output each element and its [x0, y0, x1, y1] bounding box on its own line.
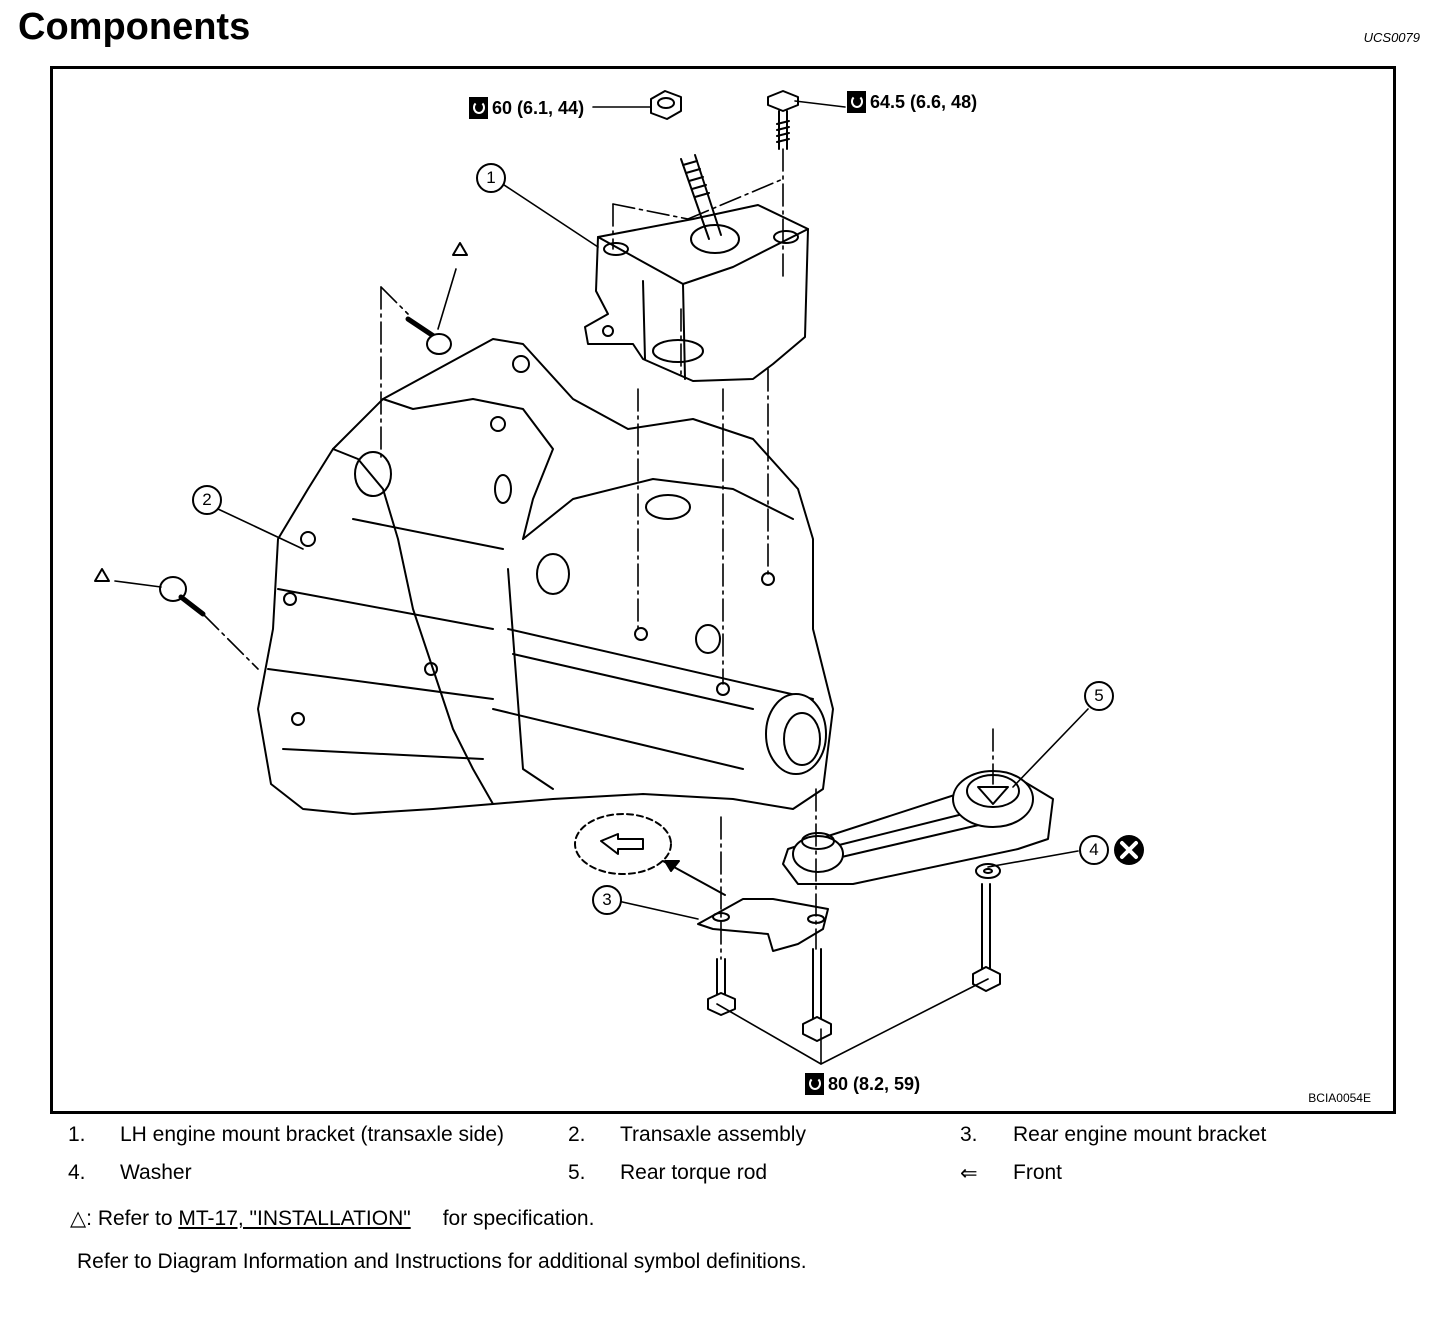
rear-torque-rod — [782, 770, 1054, 885]
legend-label: Rear engine mount bracket — [1013, 1123, 1267, 1146]
leader-lines — [114, 100, 1089, 1065]
components-figure: 60 (6.1, 44) 64.5 (6.6, 48) 80 (8.2, 59)… — [50, 66, 1396, 1114]
legend-number: 5. — [568, 1161, 586, 1184]
left-bolt — [159, 576, 206, 617]
legend-number: 4. — [68, 1161, 86, 1184]
rear-engine-mount-bracket — [697, 898, 829, 952]
footer-note: Refer to Diagram Information and Instruc… — [77, 1250, 807, 1273]
arrow-icon: ⇐ — [960, 1162, 978, 1185]
torque-wrench-icon — [847, 91, 866, 113]
legend-label: Washer — [120, 1161, 192, 1184]
exploded-view-drawing — [94, 90, 1144, 1065]
legend-label: Transaxle assembly — [620, 1123, 806, 1146]
callout-1: 1 — [476, 163, 506, 193]
mount-bolt — [767, 90, 799, 150]
front-direction-indicator — [574, 813, 726, 896]
transaxle-housing — [257, 338, 834, 815]
torque-spec-nut: 60 (6.1, 44) — [469, 97, 584, 119]
torque-spec-bolt: 64.5 (6.6, 48) — [847, 91, 977, 113]
legend-number: 3. — [960, 1123, 978, 1146]
callout-5: 5 — [1084, 681, 1114, 711]
triangle-icon: △ — [70, 1207, 87, 1230]
legend-label: Rear torque rod — [620, 1161, 768, 1184]
torque-spec-bottom-bolts: 80 (8.2, 59) — [805, 1073, 920, 1095]
triangle-symbol — [94, 568, 110, 582]
triangle-symbol — [452, 242, 468, 256]
note-prefix: : Refer to — [86, 1207, 179, 1230]
torque-wrench-icon — [469, 97, 488, 119]
page-title: Components — [18, 6, 251, 48]
document-code: UCS0079 — [1363, 30, 1420, 45]
legend-number: 1. — [68, 1123, 86, 1146]
figure-id: BCIA0054E — [1308, 1091, 1371, 1105]
note-suffix: for specification. — [442, 1207, 595, 1230]
washer — [975, 863, 1001, 879]
side-bolt — [405, 316, 452, 355]
lh-engine-mount-bracket — [584, 204, 809, 382]
callout-3: 3 — [592, 885, 622, 915]
installation-link[interactable]: MT-17, "INSTALLATION" — [178, 1207, 411, 1230]
callout-4: 4 — [1079, 835, 1109, 865]
torque-wrench-icon — [805, 1073, 824, 1095]
mount-nut — [650, 90, 682, 120]
x-circle-icon — [1114, 835, 1144, 865]
callout-2: 2 — [192, 485, 222, 515]
specification-note: △: Refer to MT-17, "INSTALLATION" for spe… — [70, 1206, 594, 1231]
alignment-lines — [202, 148, 994, 960]
legend-label: LH engine mount bracket (transaxle side) — [120, 1123, 505, 1146]
legend-label: Front — [1013, 1161, 1063, 1184]
mount-stud — [680, 154, 722, 240]
legend-number: 2. — [568, 1123, 586, 1146]
